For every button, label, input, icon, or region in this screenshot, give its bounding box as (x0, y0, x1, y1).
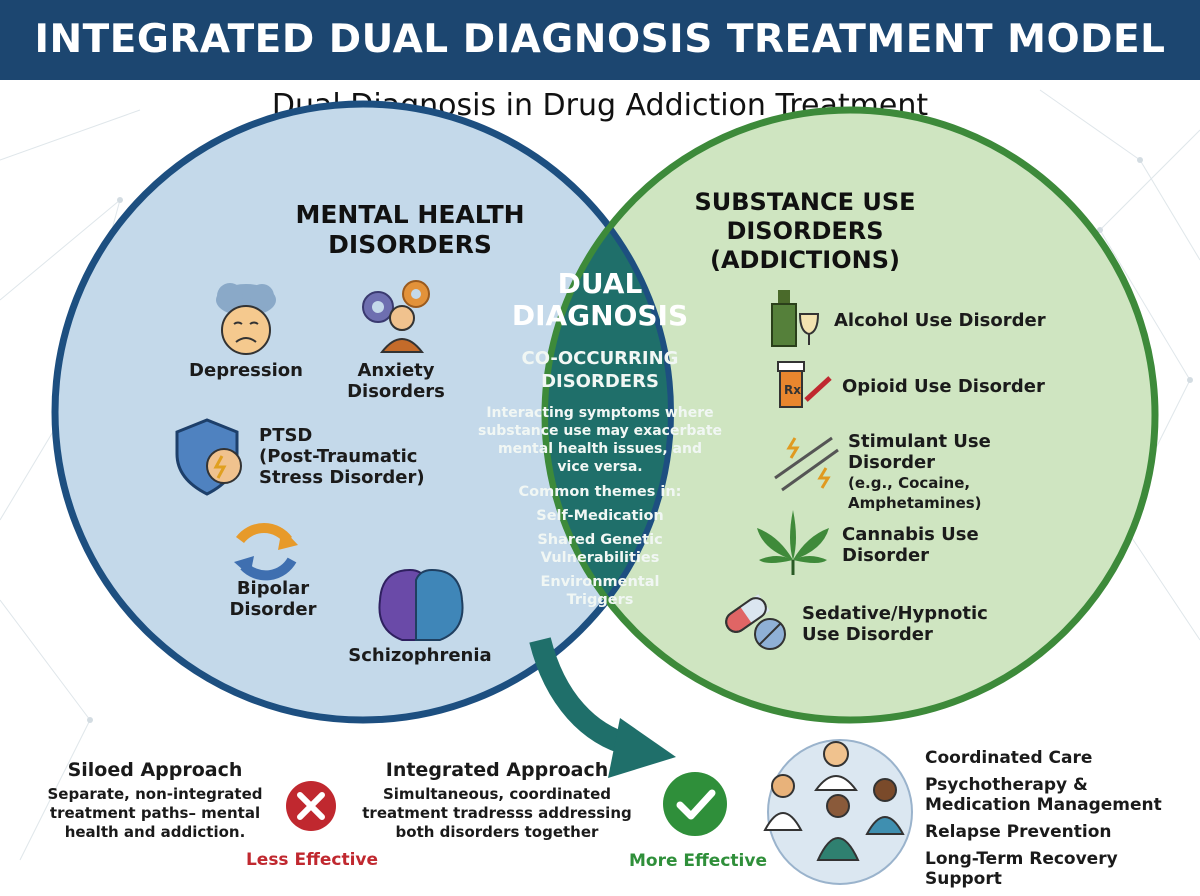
ptsd-label-line3: Stress Disorder) (259, 467, 425, 488)
cannabis-label: Cannabis Use Disorder (842, 524, 1022, 566)
anxiety-label-line2: Disorders (347, 381, 445, 402)
cannabis-label-line1: Cannabis Use (842, 524, 979, 545)
cannabis-label-line2: Disorder (842, 545, 930, 566)
common-themes: Common themes in: Self-Medication Shared… (480, 483, 720, 609)
svg-text:Rx: Rx (784, 383, 801, 397)
ptsd-label: PTSD (Post-Traumatic Stress Disorder) (259, 425, 439, 488)
siloed-title: Siloed Approach (67, 759, 243, 781)
substance-heading-line3: (ADDICTIONS) (710, 246, 900, 274)
benefit-psychotherapy-line1: Psychotherapy & (925, 775, 1088, 795)
dual-title-line2: DIAGNOSIS (511, 299, 689, 332)
benefits-list: Coordinated Care Psychotherapy & Medicat… (925, 748, 1195, 889)
dual-description: Interacting symptoms where substance use… (462, 404, 738, 476)
theme-genetic-line2: Vulnerabilities (540, 550, 660, 566)
opioid-label: Opioid Use Disorder (842, 376, 1045, 397)
siloed-line2: treatment paths– mental (49, 804, 261, 822)
substance-heading-line2: DISORDERS (726, 217, 884, 245)
opioid-icon: Rx (777, 361, 832, 408)
alcohol-label: Alcohol Use Disorder (834, 310, 1046, 331)
depression-label: Depression (189, 360, 303, 381)
anxiety-label: Anxiety Disorders (340, 360, 452, 402)
integrated-line2: treatment tradresss addressing (362, 804, 632, 822)
page-title: INTEGRATED DUAL DIAGNOSIS TREATMENT MODE… (34, 17, 1166, 62)
more-effective-label: More Effective (629, 851, 767, 871)
ptsd-label-line1: PTSD (259, 425, 313, 446)
integrated-line3: both disorders together (395, 823, 599, 841)
header-banner (0, 0, 1200, 80)
anxiety-icon (362, 280, 430, 353)
dual-desc-line4: vice versa. (557, 459, 643, 475)
anxiety-label-line1: Anxiety (357, 360, 435, 381)
bipolar-label: Bipolar Disorder (215, 578, 331, 620)
siloed-line1: Separate, non-integrated (47, 785, 263, 803)
stimulant-label-line1: Stimulant Use Disorder (848, 431, 991, 473)
dual-desc-line3: mental health issues, and (498, 441, 702, 457)
theme-environmental-line1: Environmental (540, 574, 660, 590)
stimulant-label-line3: Amphetamines) (848, 494, 982, 512)
benefit-relapse-prevention: Relapse Prevention (925, 822, 1112, 842)
benefit-long-term-recovery: Long-Term Recovery Support (925, 849, 1118, 889)
dual-diagnosis-title: DUAL DIAGNOSIS (490, 268, 710, 332)
dual-desc-line2: substance use may exacerbate (477, 423, 723, 439)
bipolar-label-line1: Bipolar (236, 578, 310, 599)
co-occurring-heading: CO-OCCURRING DISORDERS (500, 347, 700, 393)
less-effective-label: Less Effective (245, 850, 379, 870)
theme-self-medication: Self-Medication (536, 508, 664, 524)
siloed-approach: Siloed Approach Separate, non-integrated… (40, 758, 270, 842)
stimulant-label-line2: (e.g., Cocaine, (848, 474, 971, 492)
sedative-label-line2: Use Disorder (802, 624, 933, 645)
stimulant-icon (774, 436, 839, 492)
sedative-label: Sedative/Hypnotic Use Disorder (802, 603, 1002, 645)
benefit-psychotherapy-line2: Medication Management (925, 795, 1162, 815)
dual-title-line1: DUAL (557, 267, 643, 300)
co-occurring-line2: DISORDERS (541, 371, 659, 392)
siloed-line3: health and addiction. (64, 823, 246, 841)
co-occurring-line1: CO-OCCURRING (521, 348, 679, 369)
integrated-approach: Integrated Approach Simultaneous, coordi… (352, 758, 642, 842)
sedative-label-line1: Sedative/Hypnotic (802, 603, 988, 624)
care-team-icon (763, 739, 913, 885)
mental-health-heading-line1: MENTAL HEALTH (295, 200, 525, 229)
integrated-title: Integrated Approach (385, 759, 609, 781)
themes-heading: Common themes in: (518, 484, 682, 500)
benefit-coordinated-care: Coordinated Care (925, 748, 1093, 768)
ptsd-icon (175, 418, 242, 496)
schizophrenia-icon (378, 568, 464, 641)
substance-use-heading: SUBSTANCE USE DISORDERS (ADDICTIONS) (660, 188, 950, 275)
bipolar-icon (234, 523, 298, 581)
less-effective-x-icon (286, 781, 336, 831)
dual-desc-line1: Interacting symptoms where (486, 405, 714, 421)
substance-heading-line1: SUBSTANCE USE (694, 188, 916, 216)
depression-icon (216, 283, 276, 355)
schizophrenia-label: Schizophrenia (348, 645, 492, 666)
mental-health-heading-line2: DISORDERS (328, 230, 492, 259)
stimulant-label: Stimulant Use Disorder (e.g., Cocaine, A… (848, 431, 1078, 513)
alcohol-icon (771, 290, 820, 347)
bipolar-label-line2: Disorder (229, 599, 317, 620)
integrated-arrow (529, 637, 676, 778)
theme-genetic-line1: Shared Genetic (537, 532, 663, 548)
integrated-line1: Simultaneous, coordinated (382, 785, 612, 803)
mental-health-heading: MENTAL HEALTH DISORDERS (262, 200, 558, 260)
sedative-icon (725, 594, 786, 650)
cannabis-icon (757, 510, 829, 575)
theme-environmental-line2: Triggers (566, 592, 634, 608)
ptsd-label-line2: (Post-Traumatic (259, 446, 418, 467)
more-effective-check-icon (663, 772, 727, 836)
